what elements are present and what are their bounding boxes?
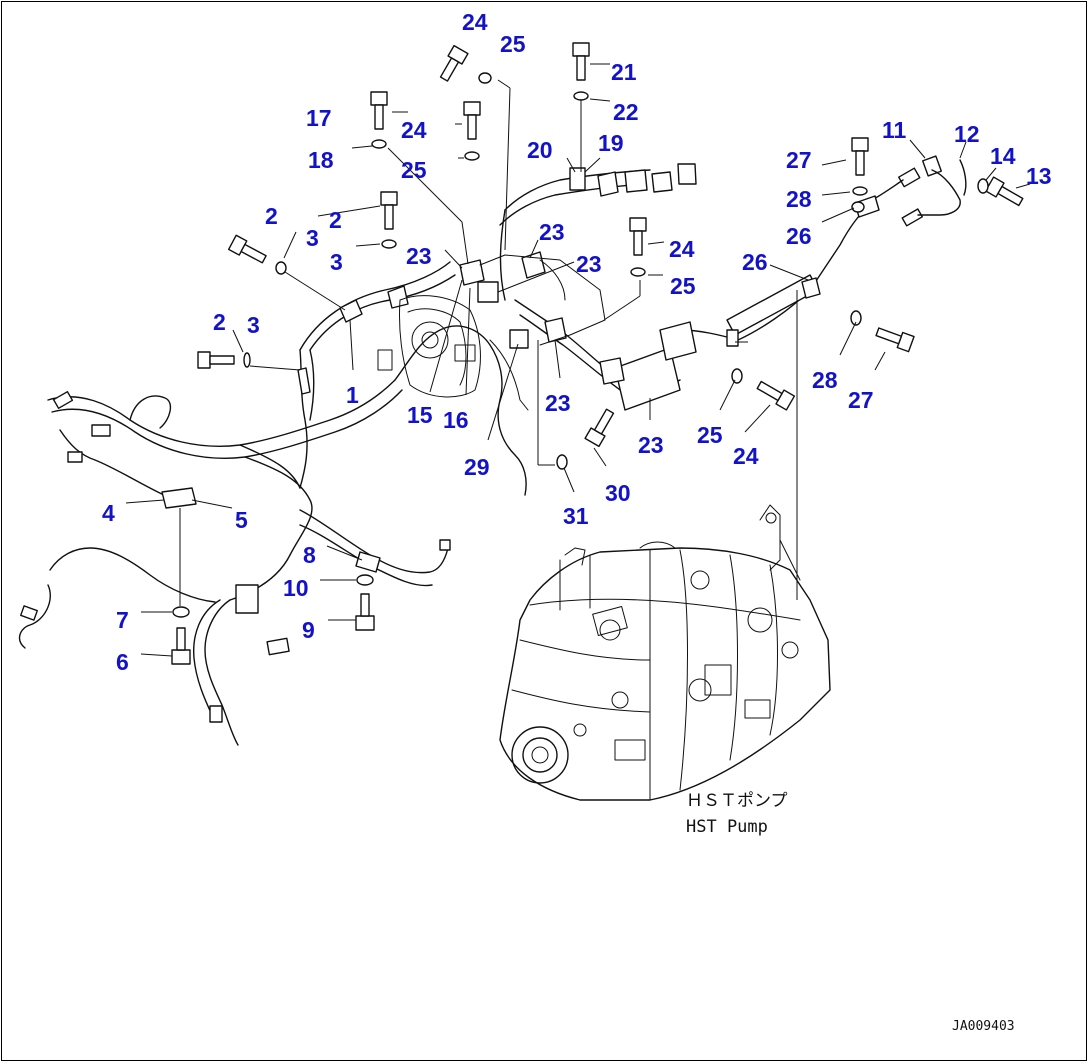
callout-19: 19 [598, 130, 624, 156]
callout-28: 28 [812, 367, 838, 393]
callout-23: 23 [545, 390, 571, 416]
callout-24: 24 [733, 443, 759, 469]
callout-27: 27 [848, 387, 874, 413]
callout-23: 23 [539, 219, 565, 245]
callout-15: 15 [407, 402, 433, 428]
callout-3: 3 [306, 225, 319, 251]
callout-7: 7 [116, 607, 129, 633]
callout-9: 9 [302, 617, 315, 643]
callout-21: 21 [611, 59, 637, 85]
callout-20: 20 [527, 137, 553, 163]
callout-25: 25 [670, 273, 696, 299]
engine-outline [377, 254, 606, 411]
callout-24: 24 [462, 9, 488, 35]
callout-13: 13 [1026, 163, 1052, 189]
callout-18: 18 [308, 147, 334, 173]
callout-14: 14 [990, 143, 1016, 169]
leader-lines [125, 63, 1031, 657]
callout-16: 16 [443, 407, 469, 433]
callout-25: 25 [500, 31, 526, 57]
callout-26: 26 [742, 249, 768, 275]
callout-24: 24 [401, 117, 427, 143]
drawing-id: JA009403 [952, 1019, 1015, 1034]
callout-11: 11 [882, 117, 907, 143]
pump-caption-japanese: ＨＳＴポンプ [686, 791, 788, 811]
callout-24: 24 [669, 236, 695, 262]
callout-30: 30 [605, 480, 631, 506]
callout-2: 2 [265, 203, 278, 229]
callout-25: 25 [401, 157, 427, 183]
fasteners [171, 42, 1024, 665]
callout-28: 28 [786, 186, 812, 212]
callout-3: 3 [247, 312, 260, 338]
callout-10: 10 [283, 575, 309, 601]
wiring-harness [18, 155, 967, 746]
callout-2: 2 [329, 207, 342, 233]
callout-4: 4 [102, 500, 115, 526]
callout-3: 3 [330, 249, 343, 275]
callout-23: 23 [638, 432, 664, 458]
callout-23: 23 [576, 251, 602, 277]
callout-2: 2 [213, 309, 226, 335]
callout-1: 1 [346, 382, 359, 408]
pump-caption-english: HST Pump [686, 817, 768, 837]
callout-26: 26 [786, 223, 812, 249]
callout-31: 31 [563, 503, 589, 529]
callout-23: 23 [406, 243, 432, 269]
callout-17: 17 [306, 105, 332, 131]
hst-pump [499, 504, 831, 801]
callout-25: 25 [697, 422, 723, 448]
callout-22: 22 [613, 99, 639, 125]
callout-5: 5 [235, 507, 248, 533]
callout-8: 8 [303, 542, 316, 568]
callout-29: 29 [464, 454, 490, 480]
callout-12: 12 [954, 121, 980, 147]
callout-27: 27 [786, 147, 812, 173]
callout-6: 6 [116, 649, 129, 675]
brackets [161, 163, 880, 573]
